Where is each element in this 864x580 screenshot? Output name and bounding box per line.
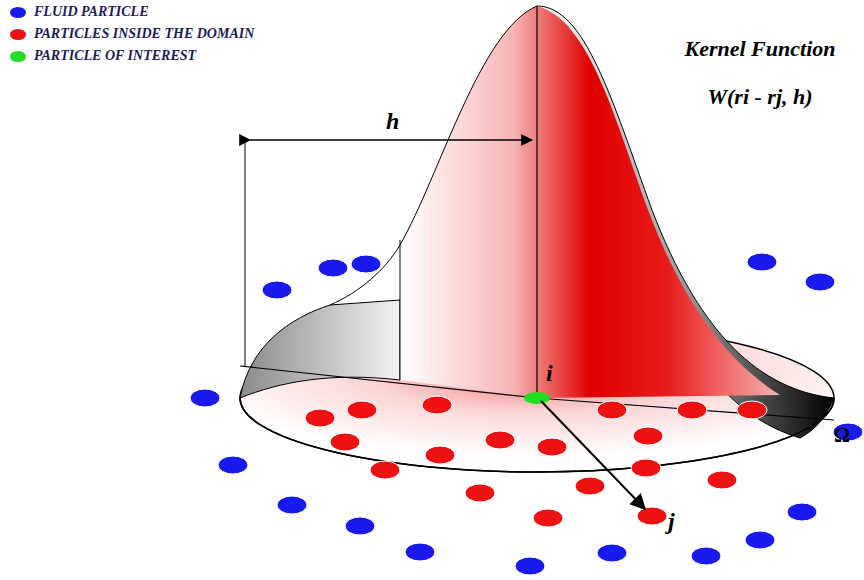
fluid-particle bbox=[262, 281, 292, 299]
domain-particle bbox=[485, 431, 515, 449]
domain-particle bbox=[677, 401, 707, 419]
domain-particle bbox=[631, 459, 661, 477]
fluid-particle bbox=[405, 543, 435, 561]
legend-text: FLUID PARTICLE bbox=[34, 4, 148, 20]
domain-particle bbox=[425, 446, 455, 464]
domain-particle bbox=[347, 401, 377, 419]
fluid-particle bbox=[597, 544, 627, 562]
domain-particle bbox=[597, 401, 627, 419]
fluid-particle bbox=[190, 389, 220, 407]
fluid-particle bbox=[351, 255, 381, 273]
fluid-particle bbox=[787, 503, 817, 521]
legend-row: FLUID PARTICLE bbox=[10, 4, 148, 20]
domain-particle bbox=[537, 438, 567, 456]
domain-particle bbox=[533, 509, 563, 527]
dimension-label: h bbox=[386, 108, 399, 135]
domain-particle bbox=[465, 484, 495, 502]
legend-row: PARTICLE OF INTEREST bbox=[10, 48, 196, 64]
legend-swatch bbox=[10, 51, 26, 62]
particle-label: j bbox=[668, 508, 675, 535]
fluid-particle bbox=[691, 547, 721, 565]
fluid-particle bbox=[747, 253, 777, 271]
legend-row: PARTICLES INSIDE THE DOMAIN bbox=[10, 26, 254, 42]
guide-line bbox=[400, 240, 401, 380]
distance-arrow bbox=[541, 401, 645, 509]
domain-particle bbox=[737, 401, 767, 419]
kernel-formula: W(ri - rj, h) bbox=[707, 84, 812, 110]
fluid-particle bbox=[318, 259, 348, 277]
kernel-outline bbox=[330, 6, 537, 305]
particle-label: i bbox=[546, 360, 553, 387]
domain-particle bbox=[422, 396, 452, 414]
fluid-particle bbox=[277, 496, 307, 514]
domain-particle bbox=[370, 461, 400, 479]
fluid-particle bbox=[745, 531, 775, 549]
legend-text: PARTICLES INSIDE THE DOMAIN bbox=[34, 26, 254, 42]
diagram-title: Kernel Function bbox=[685, 36, 836, 62]
domain-rim bbox=[240, 398, 834, 472]
domain-particle bbox=[575, 477, 605, 495]
radius-line bbox=[537, 398, 834, 420]
dimension-arrow bbox=[250, 139, 532, 141]
radius-line bbox=[240, 366, 537, 398]
domain-particle bbox=[305, 409, 335, 427]
domain-particle bbox=[707, 471, 737, 489]
interest-particle bbox=[524, 392, 550, 404]
domain-label: Ω bbox=[834, 424, 850, 447]
legend-swatch bbox=[10, 7, 26, 18]
particles bbox=[190, 253, 863, 575]
domain-particle bbox=[637, 507, 667, 525]
domain-particle bbox=[330, 433, 360, 451]
guide-line bbox=[245, 140, 246, 366]
axis-line bbox=[536, 6, 537, 398]
legend-text: PARTICLE OF INTEREST bbox=[34, 48, 196, 64]
kernel-shading bbox=[240, 300, 400, 398]
domain-particle bbox=[633, 427, 663, 445]
kernel-bell bbox=[400, 6, 780, 398]
fluid-particle bbox=[218, 456, 248, 474]
fluid-particle bbox=[805, 273, 835, 291]
fluid-particle bbox=[515, 557, 545, 575]
fluid-particle bbox=[345, 517, 375, 535]
legend-swatch bbox=[10, 29, 26, 40]
